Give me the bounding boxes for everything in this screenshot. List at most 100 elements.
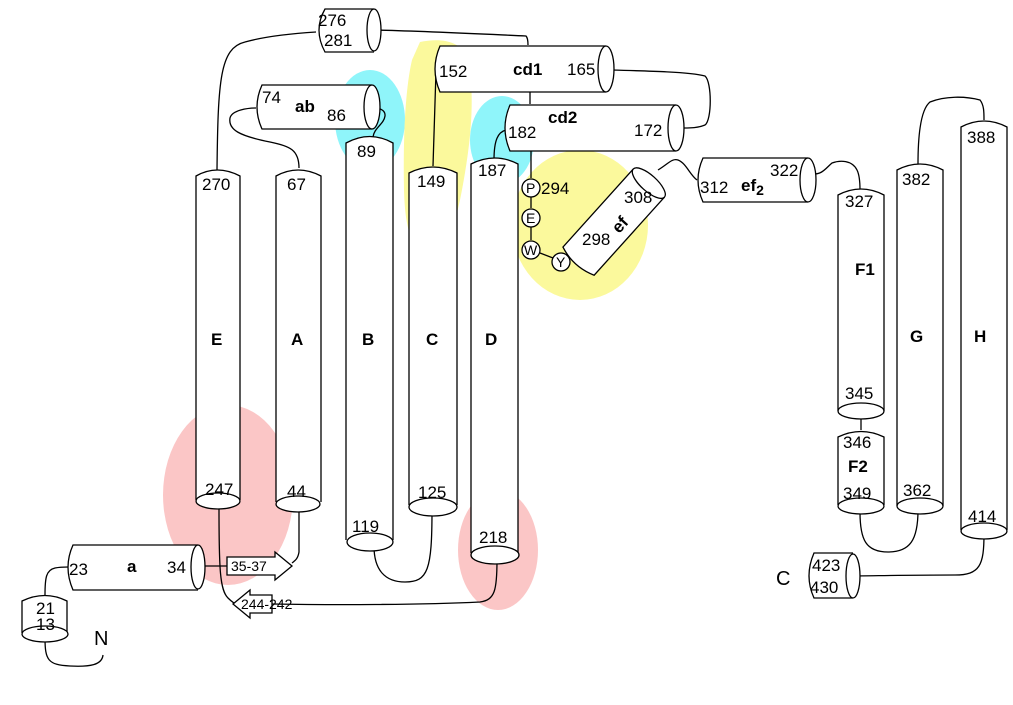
helix-ef2-start: 312 — [700, 178, 728, 197]
helix-a-label-text: a — [127, 557, 137, 576]
helix-c-bottom: 125 — [418, 483, 446, 502]
helix-cd2: 182 cd2 172 — [504, 104, 685, 152]
helix-276-bottom: 281 — [324, 31, 352, 50]
helix-ef2-label-sub: 2 — [756, 182, 764, 198]
helix-cd2-start: 182 — [508, 123, 536, 142]
helix-e-top: 270 — [202, 175, 230, 194]
loop-ef-to-ef2 — [657, 158, 698, 181]
helix-a-bottom: 44 — [287, 482, 306, 501]
helix-e-label: E — [211, 330, 222, 349]
loop-44-to-strand — [291, 510, 300, 564]
helix-f2-top: 346 — [843, 433, 871, 452]
helix-a-start: 23 — [69, 560, 88, 579]
helix-ab-start: 74 — [262, 88, 281, 107]
helix-ef — [562, 167, 666, 276]
helix-g-top: 382 — [902, 170, 930, 189]
helix-d-label: D — [485, 330, 497, 349]
loop-13-to-23 — [44, 566, 69, 596]
helix-276-top: 276 — [318, 11, 346, 30]
helix-b-label: B — [362, 330, 374, 349]
motif-residues: P 294 E W Y — [521, 178, 571, 272]
helix-h-label: H — [974, 327, 986, 346]
helix-c-term-bottom: 430 — [810, 578, 838, 597]
helix-cd1-label: cd1 — [513, 60, 542, 79]
loops — [44, 29, 985, 667]
loop-motif — [530, 197, 579, 259]
helix-c: 149 C 125 — [408, 166, 458, 517]
loop-152-to-149 — [432, 70, 437, 167]
strand-244-242: 244-242 — [231, 588, 293, 620]
loop-e-to-276 — [216, 31, 317, 171]
helix-g-bottom: 362 — [903, 481, 931, 500]
helix-ab-end: 86 — [327, 106, 346, 125]
helix-d-bottom: 218 — [479, 528, 507, 547]
helix-ab-label: ab — [295, 97, 315, 116]
helix-c-label: C — [426, 330, 438, 349]
helix-h-bottom: 414 — [968, 507, 996, 526]
helix-ef-start: 298 — [582, 230, 610, 249]
helix-a-end: 34 — [167, 558, 186, 577]
horizontal-helices: 276 281 74 ab 86 152 cd1 165 182 cd2 172 — [67, 8, 861, 599]
helix-ef2: 312 ef2 322 — [697, 157, 817, 203]
helix-cd1-start: 152 — [439, 62, 467, 81]
loop-182-to-187 — [493, 129, 507, 161]
helix-cd1-end: 165 — [567, 60, 595, 79]
helix-c-term-top: 423 — [812, 556, 840, 575]
helix-e: 270 E 247 — [195, 169, 241, 510]
loop-165-to-172 — [609, 69, 711, 129]
residue-number: 294 — [541, 179, 569, 198]
helix-f2: 346 F2 349 — [837, 430, 885, 515]
loop-322-to-327 — [811, 160, 861, 191]
helix-ef-end: 308 — [624, 188, 652, 207]
helix-h-top: 388 — [967, 128, 995, 147]
c-terminus: C — [776, 568, 790, 590]
helix-a: 67 A 44 — [275, 169, 322, 513]
helix-13-bottom: 13 — [36, 615, 55, 634]
residue-p: P — [526, 180, 535, 196]
helix-b-bottom: 119 — [352, 517, 379, 536]
helix-b: 89 B 119 — [345, 135, 394, 552]
helix-c-top: 149 — [417, 172, 445, 191]
helix-h: 388 H 414 — [960, 120, 1008, 540]
helix-e-bottom: 247 — [205, 480, 233, 499]
helix-ef2-label: ef2 — [741, 176, 764, 198]
strands: 35-37 244-242 — [226, 550, 294, 620]
helix-d: 187 D 218 — [470, 157, 520, 565]
helix-f2-bottom: 349 — [843, 484, 871, 503]
helix-276: 276 281 — [318, 8, 382, 53]
helix-cd2-end: 172 — [634, 121, 662, 140]
loop-13-to-n — [44, 637, 104, 667]
helix-f1-bottom: 345 — [845, 384, 873, 403]
helix-a-short: 23 a 34 — [67, 544, 206, 591]
loop-67-to-ab — [229, 107, 300, 169]
loop-349-to-362 — [859, 509, 919, 553]
n-terminus: N — [94, 628, 108, 650]
helix-13: 21 13 — [21, 594, 69, 643]
residue-w: W — [524, 242, 538, 258]
loop-414-to-c — [845, 533, 985, 577]
residue-e: E — [526, 210, 535, 226]
loop-218-to-strand — [271, 559, 498, 606]
helix-f1: 327 F1 345 — [837, 188, 885, 420]
helix-ef2-end: 322 — [770, 161, 798, 180]
helix-f1-label: F1 — [855, 260, 875, 279]
strand-244-242-label: 244-242 — [241, 596, 293, 612]
loop-119-to-125 — [373, 509, 433, 583]
helix-f1-top: 327 — [845, 192, 873, 211]
helix-f2-label: F2 — [848, 457, 868, 476]
helix-d-top: 187 — [478, 161, 506, 180]
helix-cd2-label: cd2 — [548, 108, 577, 127]
residue-y: Y — [556, 254, 566, 270]
helix-g-label: G — [910, 327, 923, 346]
helix-13-top: 21 — [36, 599, 55, 618]
helix-a-label: A — [291, 330, 303, 349]
strand-35-37: 35-37 — [226, 550, 294, 582]
helix-g: 382 G 362 — [896, 163, 944, 515]
helix-b-top: 89 — [357, 142, 376, 161]
helix-ab: 74 ab 86 — [256, 84, 381, 130]
strand-35-37-label: 35-37 — [231, 558, 267, 574]
helix-a-top: 67 — [287, 175, 306, 194]
helix-ef2-label-text: ef — [741, 176, 756, 195]
vertical-helices: 270 E 247 67 A 44 89 B 119 149 C 125 — [195, 120, 1008, 565]
